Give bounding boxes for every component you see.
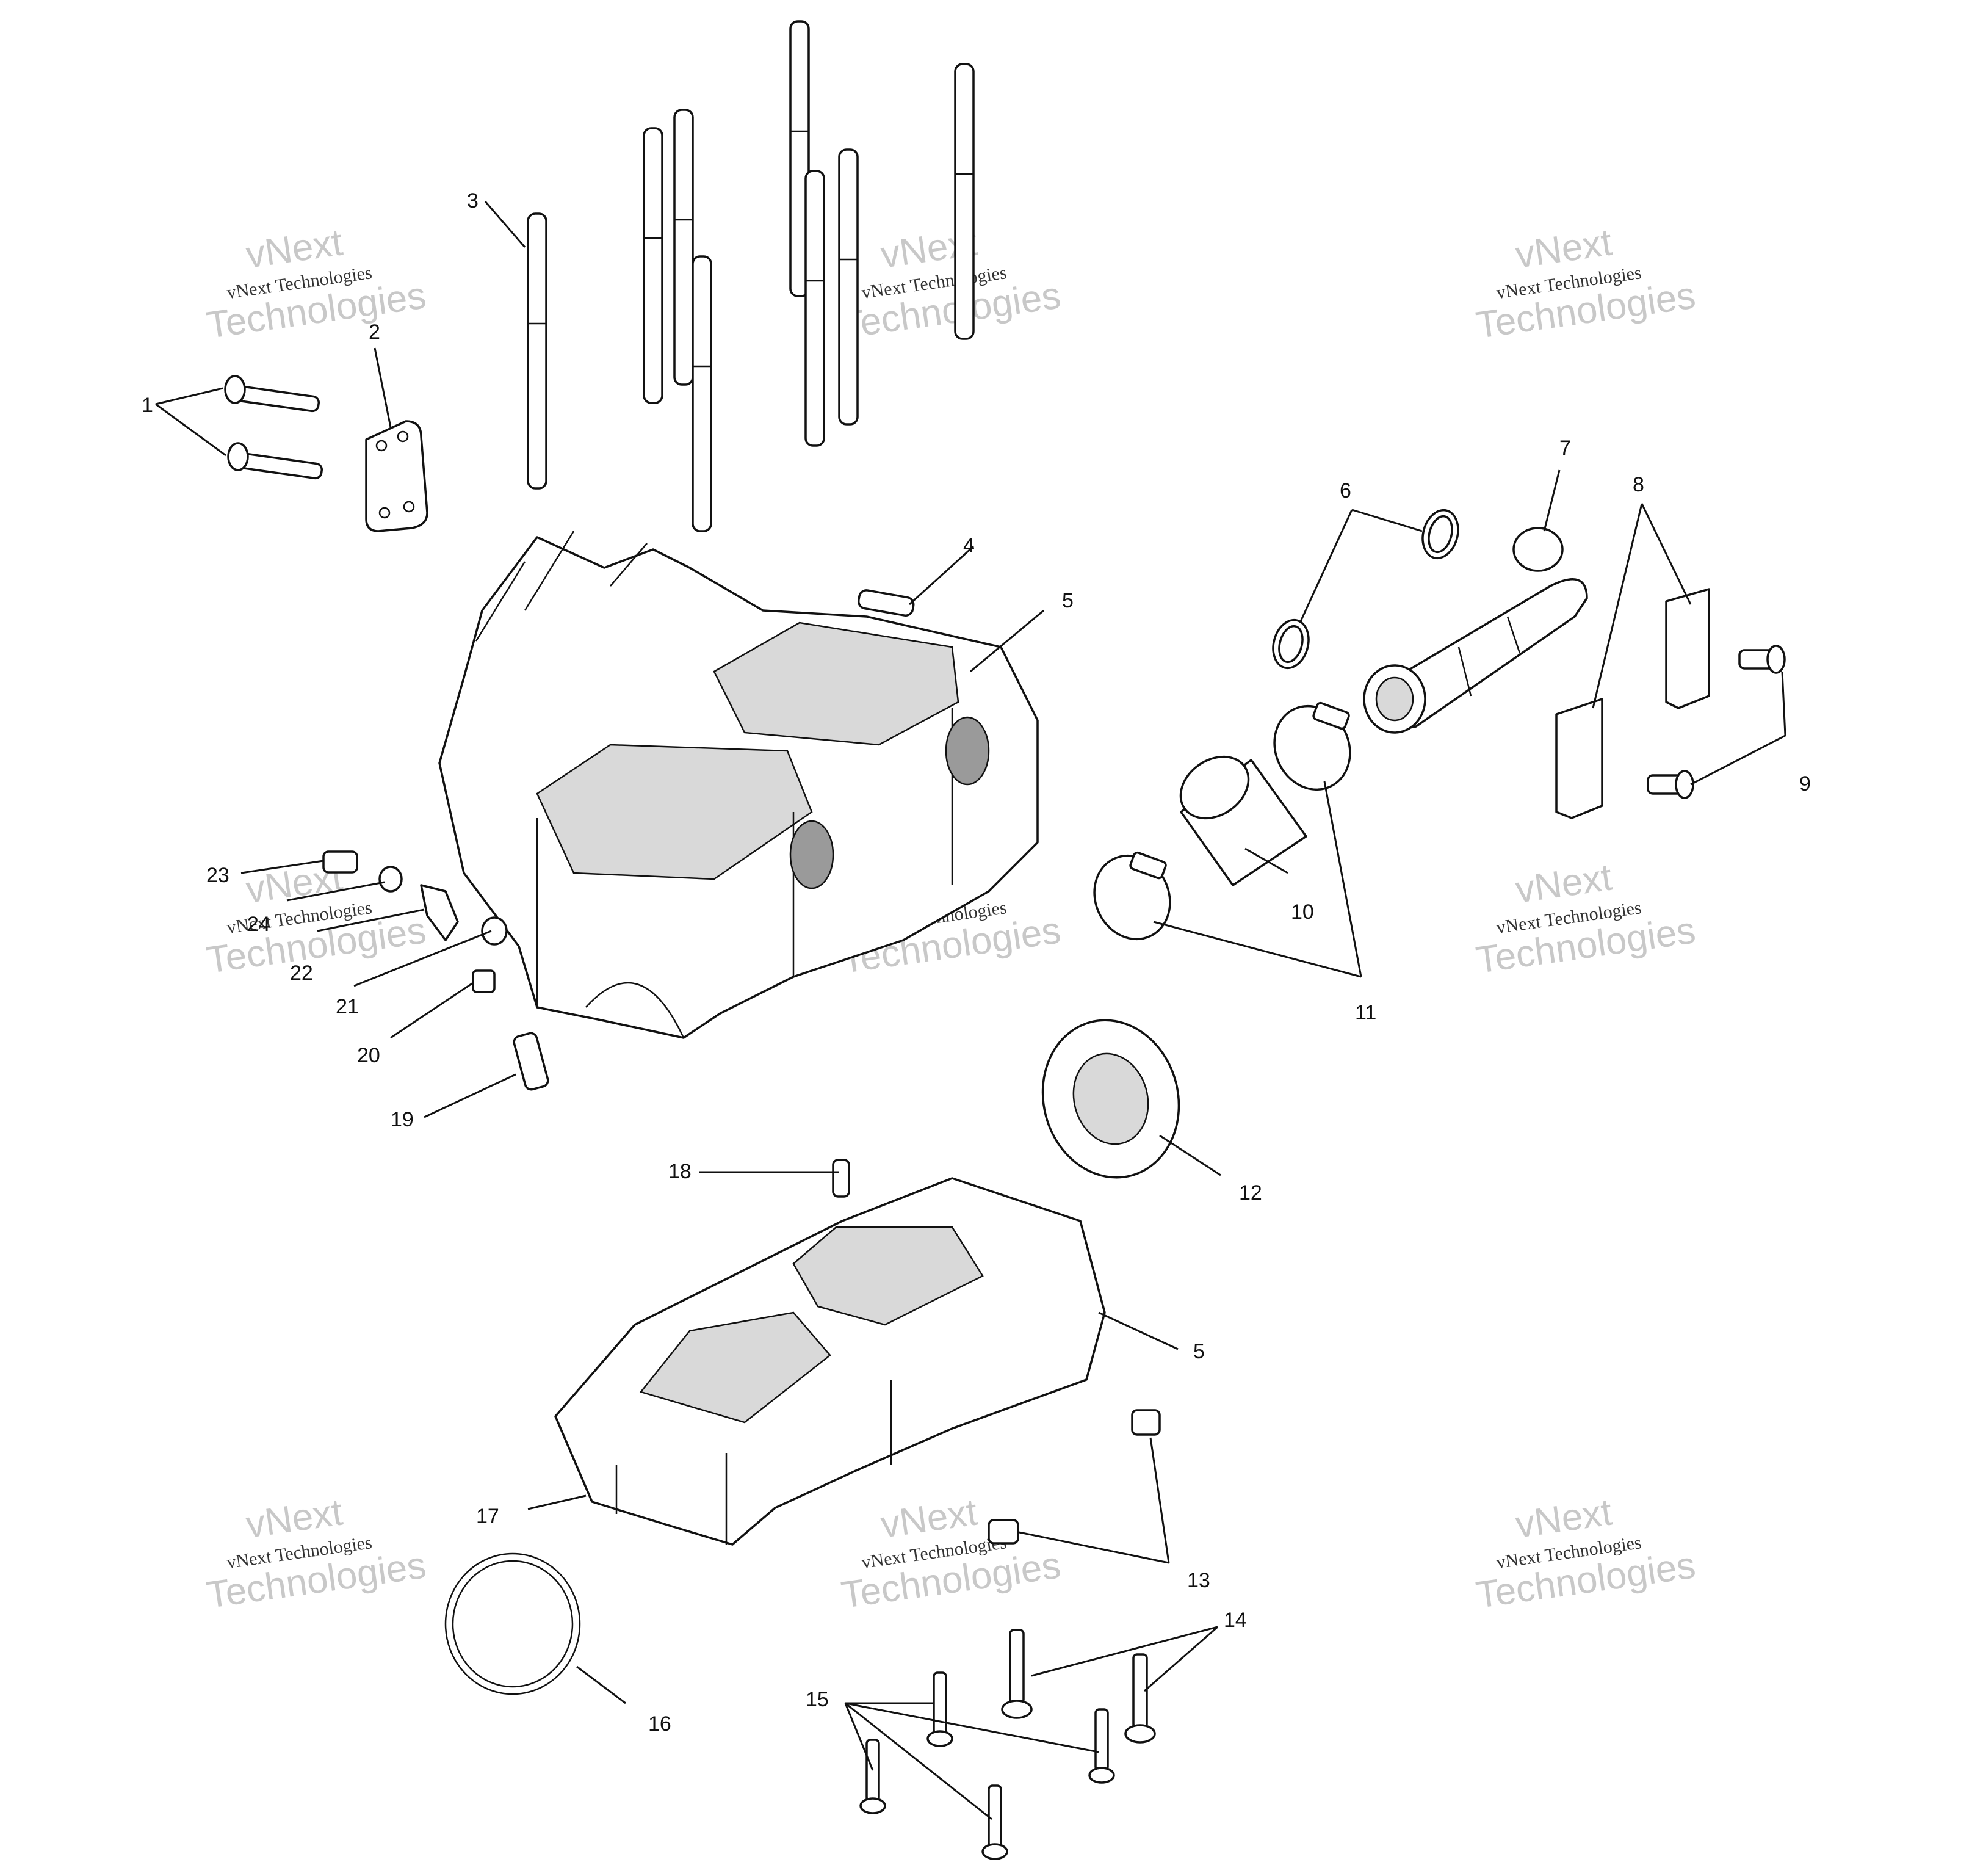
cover-bolts xyxy=(224,375,323,480)
callout-13: 13 xyxy=(1187,1569,1210,1592)
hose-sleeve xyxy=(1179,755,1307,886)
callout-17: 17 xyxy=(476,1505,499,1528)
callout-24: 24 xyxy=(247,913,270,936)
upper-crankcase xyxy=(438,531,1039,1039)
case-bolts xyxy=(859,1629,1156,1860)
callout-labels: 1 2 3 4 5 6 7 8 9 10 11 12 13 14 15 16 1… xyxy=(142,189,1811,1736)
elbow-hose xyxy=(1363,527,1588,734)
leader-lines xyxy=(155,201,1786,1820)
bracket-screws xyxy=(1647,645,1786,799)
dowel-pin-4 xyxy=(857,589,915,617)
callout-3: 3 xyxy=(467,189,479,212)
callout-10: 10 xyxy=(1291,900,1314,924)
callout-20: 20 xyxy=(357,1044,380,1067)
callout-15: 15 xyxy=(806,1688,829,1711)
small-fittings xyxy=(322,850,549,1091)
callout-23: 23 xyxy=(206,864,229,887)
callout-12: 12 xyxy=(1239,1181,1262,1204)
o-rings xyxy=(1272,509,1459,670)
callout-2: 2 xyxy=(369,321,380,344)
snap-ring xyxy=(444,1552,581,1695)
callout-5: 5 xyxy=(1062,589,1074,612)
crank-seal xyxy=(1041,1019,1180,1179)
callout-16: 16 xyxy=(648,1712,671,1736)
hose-clamps xyxy=(1093,701,1351,941)
lower-crankcase xyxy=(554,1159,1106,1546)
callout-5b: 5 xyxy=(1193,1340,1205,1363)
callout-19: 19 xyxy=(391,1108,414,1131)
cover-plate xyxy=(365,420,428,532)
callout-8: 8 xyxy=(1633,473,1644,496)
callout-14: 14 xyxy=(1224,1609,1247,1632)
callout-11: 11 xyxy=(1355,1001,1376,1024)
callout-7: 7 xyxy=(1559,436,1571,460)
callout-21: 21 xyxy=(336,995,359,1018)
mount-brackets xyxy=(1555,588,1710,819)
crankcase-studs xyxy=(527,20,975,532)
callout-6: 6 xyxy=(1340,479,1351,502)
drain-plugs xyxy=(988,1409,1161,1545)
callout-9: 9 xyxy=(1799,772,1811,795)
callout-1: 1 xyxy=(142,394,153,417)
callout-4: 4 xyxy=(963,534,975,557)
callout-18: 18 xyxy=(668,1160,692,1183)
callout-22: 22 xyxy=(290,962,313,985)
